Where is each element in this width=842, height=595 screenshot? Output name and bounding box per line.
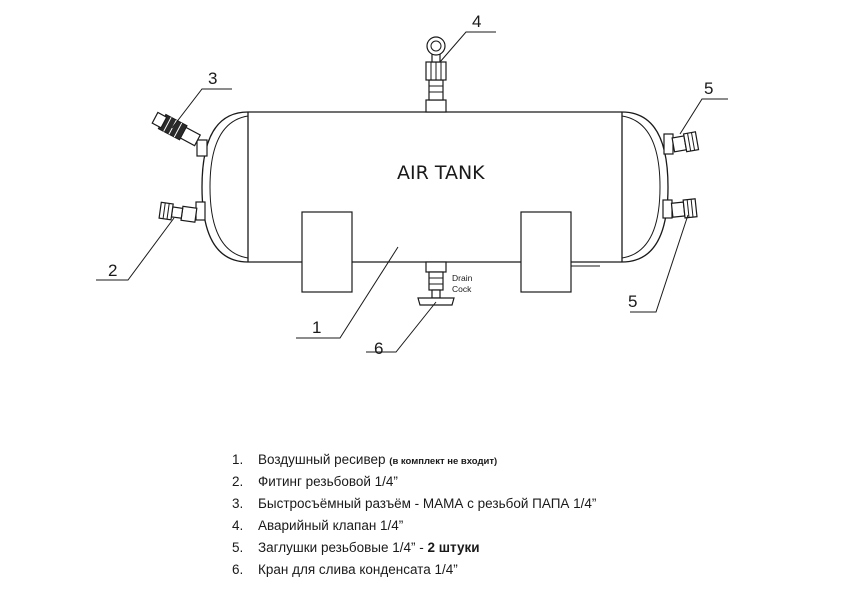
legend-number: 6. [232, 562, 244, 577]
legend-emphasis: 2 штуки [427, 540, 480, 555]
legend-number: 1. [232, 452, 244, 467]
parts-legend: 1. Воздушный ресивер (в комплект не входи… [232, 449, 596, 581]
legend-text: Заглушки резьбовые 1/4” - [258, 540, 428, 555]
callout-6: 6 [374, 339, 383, 358]
legend-note: (в комплект не входит) [389, 456, 498, 467]
legend-number: 4. [232, 518, 244, 533]
air-tank-diagram: AIR TANK [96, 12, 728, 358]
legend-text: Воздушный ресивер [258, 452, 386, 467]
callout-5-upper: 5 [704, 79, 713, 98]
legend-number: 5. [232, 540, 244, 555]
callout-5-lower: 5 [628, 292, 637, 311]
air-tank-body [201, 111, 669, 267]
legend-item: 3. Быстросъёмный разъём - МАМА с резьбой … [232, 493, 596, 515]
legend-text: Аварийный клапан 1/4” [258, 518, 404, 533]
callout-3: 3 [208, 69, 217, 88]
legend-item: 2. Фитинг резьбовой 1/4” [232, 471, 596, 493]
legend-text: Кран для слива конденсата 1/4” [258, 562, 458, 577]
tank-title: AIR TANK [397, 162, 485, 184]
legend-number: 2. [232, 474, 244, 489]
drain-cock [417, 261, 455, 306]
callout-2: 2 [108, 261, 117, 280]
mount-foot-left [301, 211, 353, 293]
threaded-fitting [158, 201, 206, 223]
mount-foot-right [520, 211, 572, 293]
legend-item: 1. Воздушный ресивер (в комплект не входи… [232, 449, 596, 471]
legend-item: 6. Кран для слива конденсата 1/4” [232, 559, 596, 581]
legend-text: Быстросъёмный разъём - МАМА с резьбой ПА… [258, 496, 597, 511]
legend-item: 5. Заглушки резьбовые 1/4” - 2 штуки [232, 537, 596, 559]
safety-valve [425, 36, 447, 113]
threaded-plug-lower [662, 198, 698, 219]
quick-coupler [151, 111, 208, 157]
legend-item: 4. Аварийный клапан 1/4” [232, 515, 596, 537]
leader-lines [96, 31, 728, 353]
threaded-plug-upper [663, 131, 700, 155]
drain-label-line2: Cock [452, 284, 472, 294]
legend-number: 3. [232, 496, 244, 511]
drain-label-line1: Drain [452, 273, 473, 283]
legend-text: Фитинг резьбовой 1/4” [258, 474, 398, 489]
callout-1: 1 [312, 318, 321, 337]
callout-4: 4 [472, 12, 481, 31]
